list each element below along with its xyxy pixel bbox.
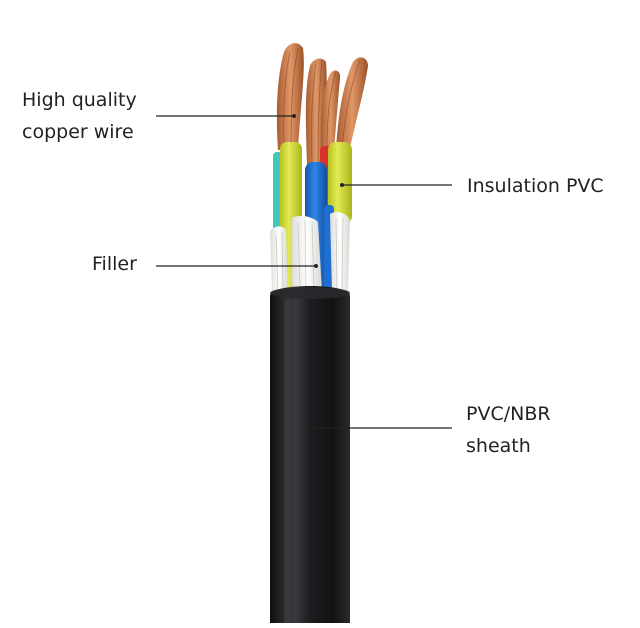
leader-insulation-dot bbox=[340, 183, 344, 187]
label-sheath-line-1: PVC/NBR bbox=[466, 403, 551, 425]
label-sheath-line-2: sheath bbox=[466, 435, 531, 457]
label-copper-line-1: High quality bbox=[22, 89, 137, 111]
leader-sheath-dot bbox=[312, 426, 316, 430]
core-yellow-green-right bbox=[328, 142, 352, 224]
sheath-top-rim bbox=[270, 287, 350, 299]
label-sheath: PVC/NBR sheath bbox=[466, 398, 551, 462]
copper-strand-left bbox=[276, 43, 304, 150]
sheath-highlight bbox=[284, 300, 290, 623]
leader-endpoints bbox=[292, 114, 344, 430]
label-copper-line-2: copper wire bbox=[22, 121, 134, 143]
filler-right bbox=[330, 212, 350, 292]
sheath-body bbox=[270, 286, 350, 623]
copper-strand-center bbox=[320, 70, 341, 150]
label-copper-wire: High quality copper wire bbox=[22, 84, 137, 148]
filler-left bbox=[270, 226, 288, 292]
label-filler: Filler bbox=[92, 248, 137, 280]
leader-copper-dot bbox=[292, 114, 296, 118]
label-insulation: Insulation PVC bbox=[467, 170, 604, 202]
label-insulation-line-1: Insulation PVC bbox=[467, 175, 604, 197]
filler-center bbox=[292, 215, 322, 292]
copper-strand-right bbox=[336, 57, 368, 148]
label-filler-line-1: Filler bbox=[92, 253, 137, 275]
leader-filler-dot bbox=[314, 264, 318, 268]
outer-sheath bbox=[270, 286, 350, 623]
filler-yarns bbox=[270, 212, 350, 292]
leader-lines bbox=[156, 115, 452, 429]
copper-strands bbox=[276, 43, 368, 166]
